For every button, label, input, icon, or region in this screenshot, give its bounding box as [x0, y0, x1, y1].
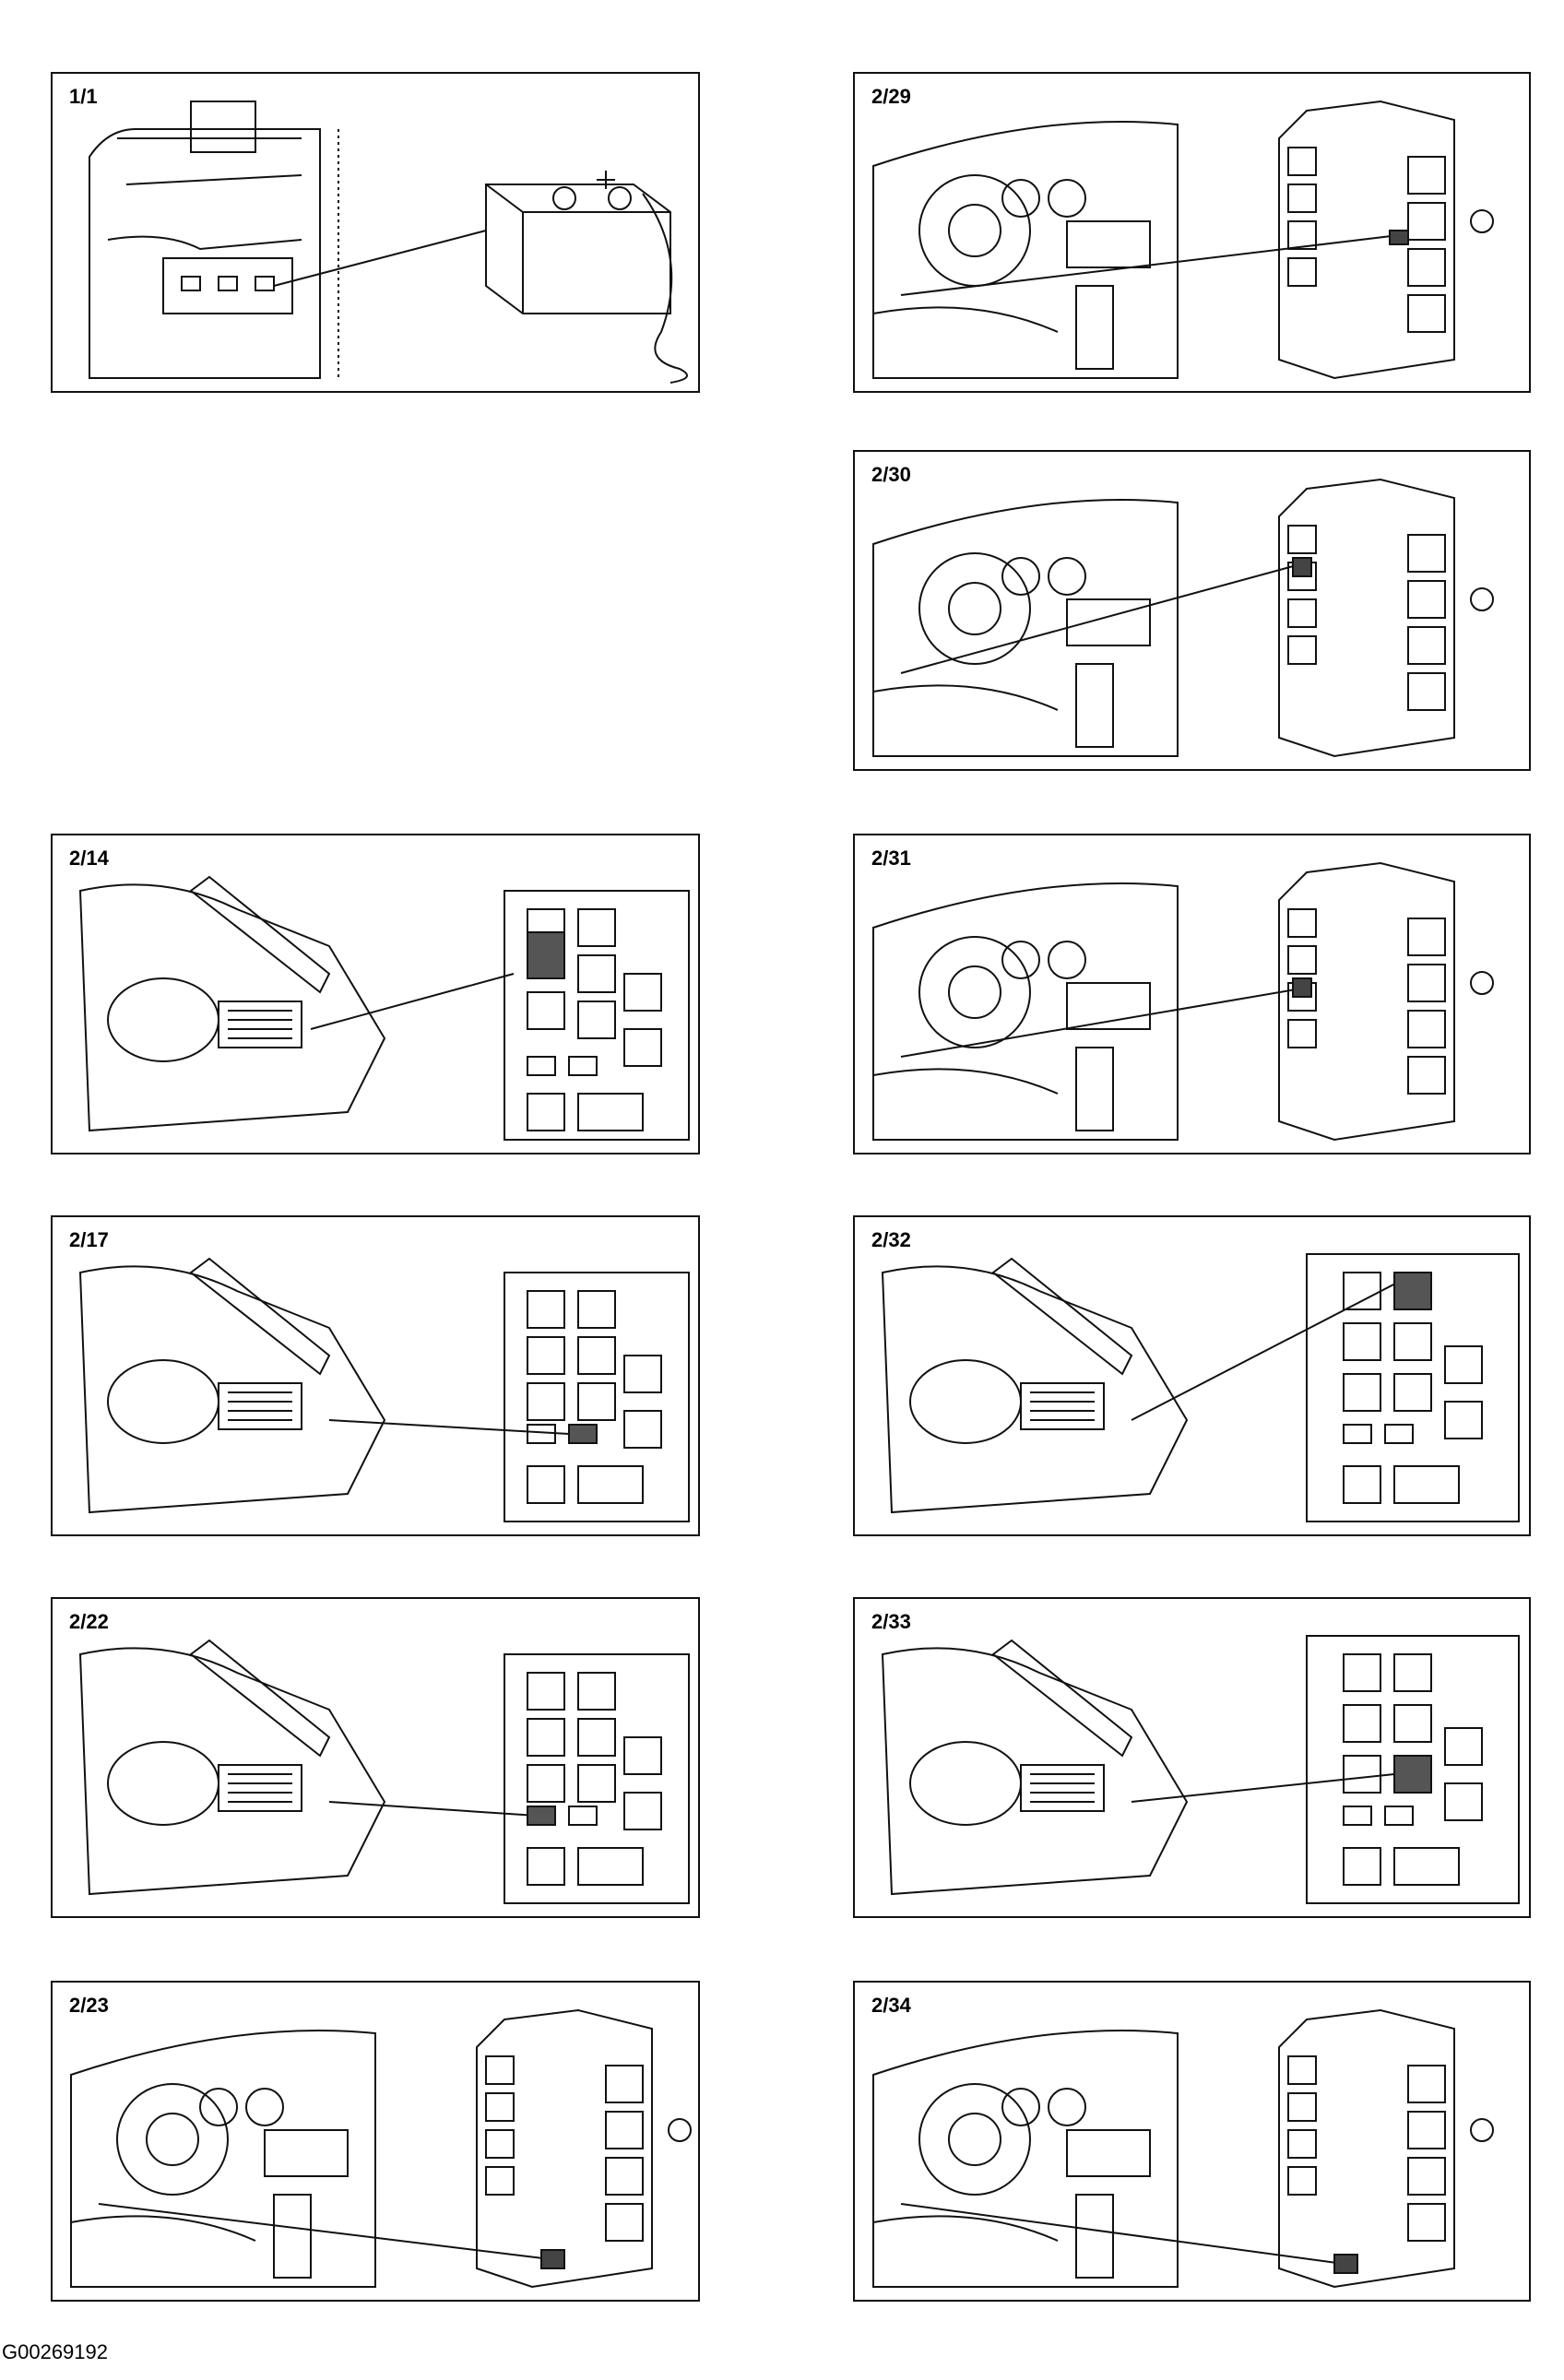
engine-bay-relay-illustration — [881, 1253, 1520, 1522]
panel-label: 2/22 — [69, 1610, 109, 1633]
figure-code: G00269192 — [2, 2340, 108, 2363]
panel-2-29: 2/29 — [853, 72, 1531, 393]
engine-bay-relay-illustration — [881, 1635, 1520, 1904]
panel-2-17: 2/17 — [51, 1215, 700, 1536]
panel-label: 2/23 — [69, 1994, 109, 2017]
panel-2-30: 2/30 — [853, 450, 1531, 771]
dashboard-relay-illustration — [872, 2008, 1494, 2289]
panel-label: 1/1 — [69, 85, 98, 108]
panel-label: 2/31 — [871, 847, 911, 870]
dashboard-relay-illustration — [70, 2008, 692, 2289]
panel-label: 2/14 — [69, 847, 109, 870]
battery-location-illustration — [89, 101, 688, 384]
panel-label: 2/30 — [871, 463, 911, 486]
panel-label: 2/29 — [871, 85, 911, 108]
panel-1-1: 1/1 — [51, 72, 700, 393]
panel-2-33: 2/33 — [853, 1597, 1531, 1918]
panel-label: 2/32 — [871, 1228, 911, 1251]
panel-2-23: 2/23 — [51, 1981, 700, 2302]
panel-2-31: 2/31 — [853, 834, 1531, 1154]
panel-label: 2/34 — [871, 1994, 911, 2017]
engine-bay-relay-illustration — [78, 875, 690, 1141]
engine-bay-relay-illustration — [78, 1639, 690, 1904]
dashboard-relay-illustration — [872, 861, 1494, 1142]
panel-2-14: 2/14 — [51, 834, 700, 1154]
engine-bay-relay-illustration — [78, 1257, 690, 1522]
dashboard-relay-illustration — [872, 100, 1494, 380]
panel-2-32: 2/32 — [853, 1215, 1531, 1536]
panel-2-22: 2/22 — [51, 1597, 700, 1918]
dashboard-relay-illustration — [872, 478, 1494, 758]
panel-label: 2/17 — [69, 1228, 109, 1251]
panel-label: 2/33 — [871, 1610, 911, 1633]
panel-2-34: 2/34 — [853, 1981, 1531, 2302]
